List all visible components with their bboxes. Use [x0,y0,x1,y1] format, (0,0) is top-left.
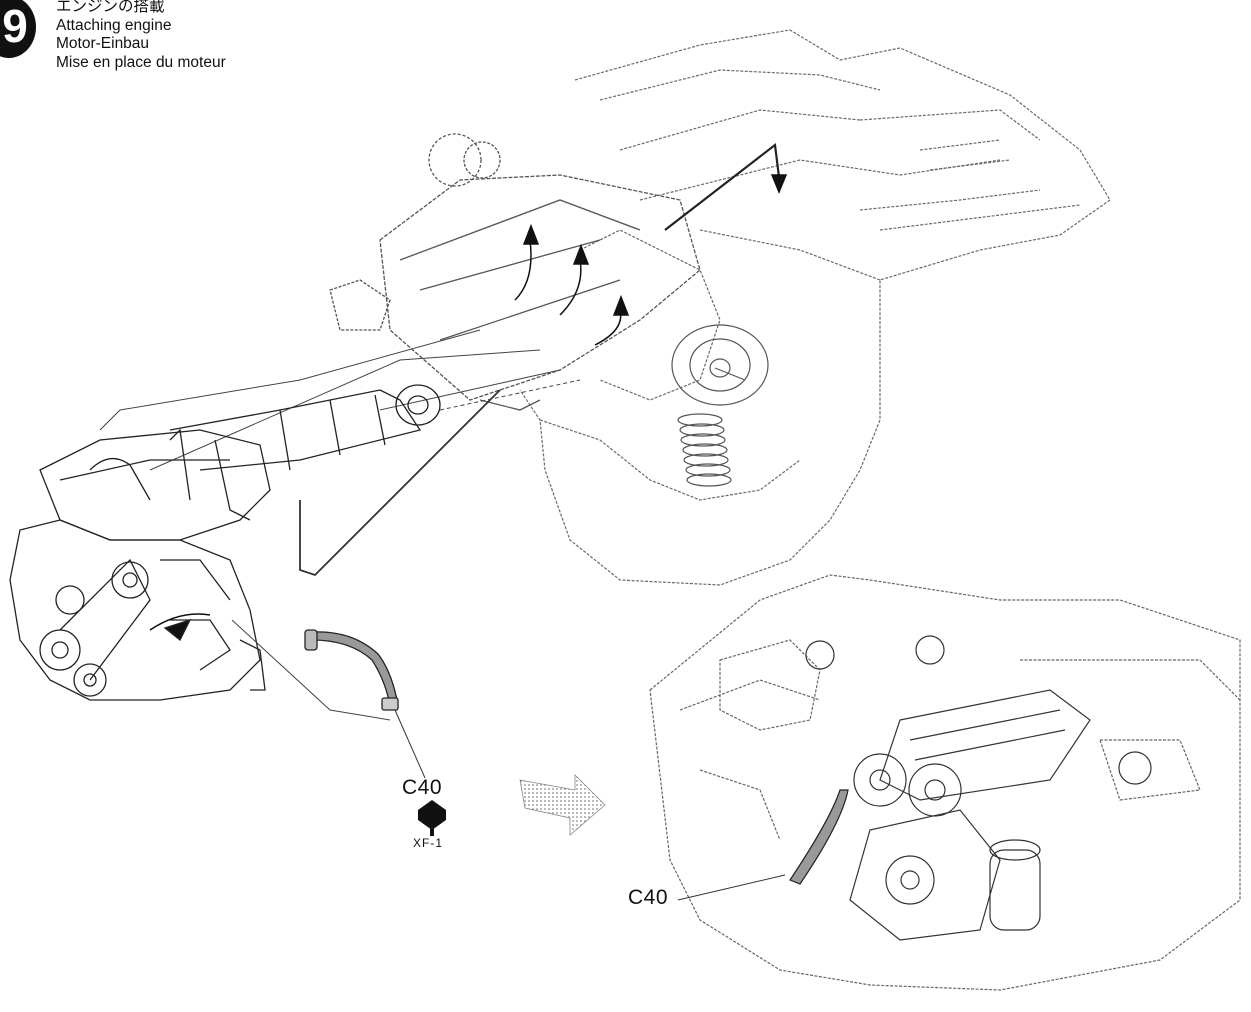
insertion-arrows [514,174,788,346]
engine-drawing [9,384,441,701]
installed-engine-drawing [805,635,1152,941]
step-number: 9 [2,0,28,52]
title-english: Attaching engine [56,16,172,34]
title-japanese: エンジンの搭載 [56,0,165,15]
result-arrow-icon [519,774,606,836]
alignment-lines [99,329,581,577]
installed-part-label-c40: C40 [628,886,669,909]
paint-drop-icon [418,800,446,836]
part-label-c40: C40 [402,776,443,799]
step-titles: エンジンの搭載 Attaching engine Motor-Einbau Mi… [56,0,226,72]
chassis-drawing [519,29,1111,586]
subframe-drawing [329,133,701,411]
hose-mount-leader [231,619,391,721]
installed-hose-c40 [789,789,849,885]
installed-c40-leader [677,874,786,901]
hose-part-c40 [304,629,399,711]
title-german: Motor-Einbau [56,35,150,52]
spring-drawing [677,413,732,487]
c40-leader-line [394,709,426,779]
installed-view-drawing [649,574,1241,991]
title-french: Mise en place du moteur [56,53,226,71]
brake-disc-drawing [671,324,769,406]
paint-code-label: XF-1 [413,836,444,850]
guide-rod [664,142,782,231]
